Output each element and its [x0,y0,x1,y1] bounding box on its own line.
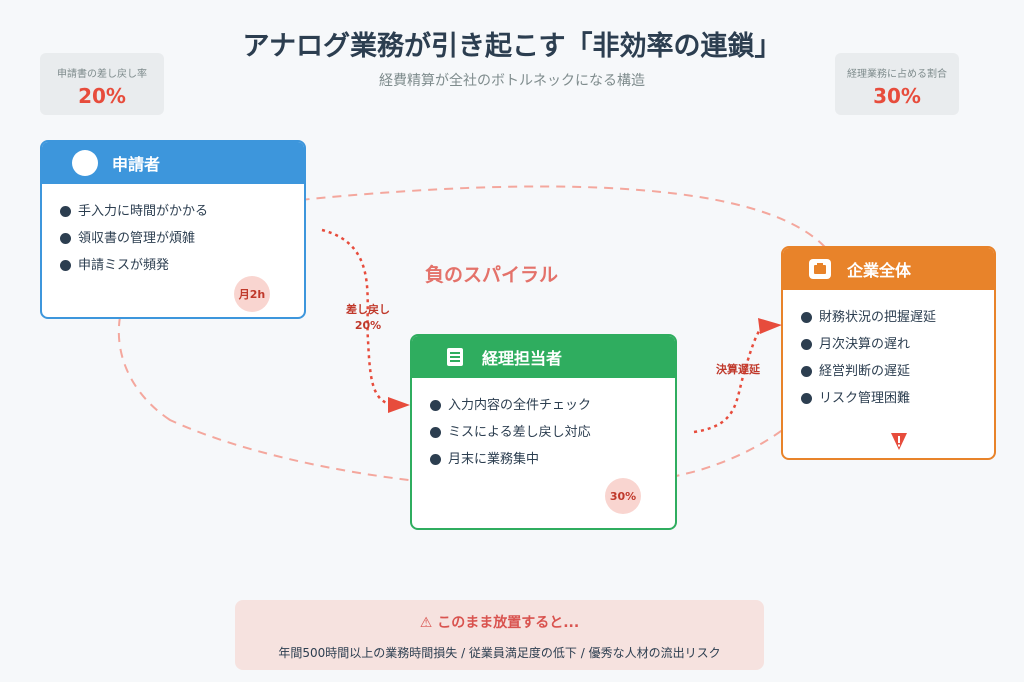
list-item: 月末に業務集中 [430,446,675,473]
stat-accounting-share: 経理業務に占める割合 30% [835,53,959,115]
list-item: ミスによる差し戻し対応 [430,419,675,446]
briefcase-icon [807,256,833,282]
stat-label: 申請書の差し戻し率 [57,69,147,80]
spiral-label: 負のスパイラル [425,264,559,286]
document-icon [442,344,468,370]
page-title: アナログ業務が引き起こす「非効率の連鎖」 [242,31,782,62]
page-subtitle: 経費精算が全社のボトルネックになる構造 [379,73,645,89]
card-header: 経理担当者 [412,336,675,378]
list-item: 財務状況の把握遅延 [801,304,994,331]
list-item: 領収書の管理が煩雑 [60,225,304,252]
card-header: 企業全体 [783,248,994,290]
card-title: 企業全体 [847,261,912,280]
card-title: 申請者 [112,155,161,174]
user-icon [72,150,98,176]
time-badge: 月2h [234,276,270,312]
stat-return-rate: 申請書の差し戻し率 20% [40,53,164,115]
stat-value: 20% [78,84,126,108]
warning-text: 年間500時間以上の業務時間損失 / 従業員満足度の低下 / 優秀な人材の流出リ… [278,646,721,660]
stat-label: 経理業務に占める割合 [847,69,947,80]
stat-value: 30% [873,84,921,108]
delay-arrow [693,326,763,434]
delay-arrow-head [758,318,782,334]
list-item: 月次決算の遅れ [801,331,994,358]
card-company: 企業全体 財務状況の把握遅延 月次決算の遅れ 経営判断の遅延 リスク管理困難 [781,246,996,460]
warning-title: ⚠ このまま放置すると... [419,615,580,631]
ratio-badge: 30% [605,478,641,514]
list-item: リスク管理困難 [801,385,994,412]
return-label: 差し戻し 20% [346,303,390,332]
list-item: 手入力に時間がかかる [60,198,304,225]
list-item: 経営判断の遅延 [801,358,994,385]
card-applicant: 申請者 手入力に時間がかかる 領収書の管理が煩雑 申請ミスが頻発 [40,140,306,319]
card-title: 経理担当者 [482,349,563,368]
return-arrow-head [388,397,410,413]
list-item: 入力内容の全件チェック [430,392,675,419]
card-header: 申請者 [42,142,304,184]
list-item: 申請ミスが頻発 [60,252,304,279]
warning-box: ⚠ このまま放置すると... 年間500時間以上の業務時間損失 / 従業員満足度… [235,600,764,670]
return-arrow [321,228,393,407]
warning-icon [891,433,907,450]
delay-label: 決算遅延 [716,363,760,376]
